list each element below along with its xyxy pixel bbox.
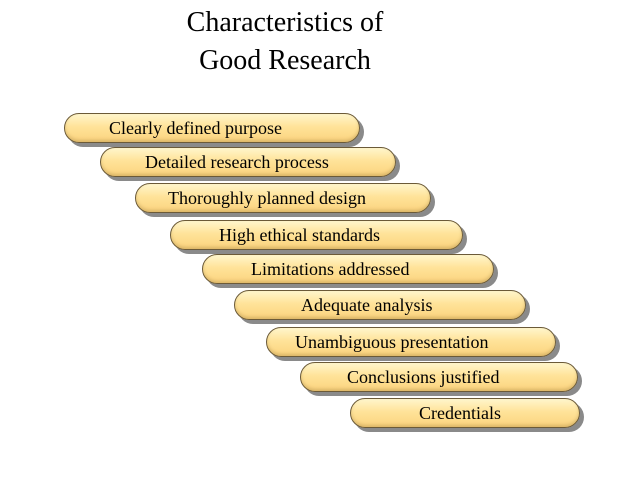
- step-detailed-research-process: Detailed research process: [100, 147, 396, 177]
- title-line-1: Characteristics of: [186, 7, 384, 38]
- step-limitations-addressed: Limitations addressed: [202, 254, 494, 284]
- diagram-title: Characteristics of Good Research: [140, 4, 430, 80]
- step-label: Unambiguous presentation: [295, 332, 489, 352]
- step-conclusions-justified: Conclusions justified: [300, 362, 578, 392]
- step-clearly-defined-purpose: Clearly defined purpose: [64, 113, 360, 143]
- step-label: Limitations addressed: [251, 259, 410, 279]
- step-label: Clearly defined purpose: [109, 118, 282, 138]
- step-high-ethical-standards: High ethical standards: [170, 220, 463, 250]
- title-line-2: Good Research: [199, 45, 371, 76]
- step-unambiguous-presentation: Unambiguous presentation: [266, 327, 556, 357]
- step-thoroughly-planned-design: Thoroughly planned design: [135, 183, 431, 213]
- step-label: Detailed research process: [145, 152, 329, 172]
- step-label: High ethical standards: [219, 225, 380, 245]
- step-label: Thoroughly planned design: [168, 188, 366, 208]
- step-label: Conclusions justified: [347, 367, 500, 387]
- step-credentials: Credentials: [350, 398, 580, 428]
- step-adequate-analysis: Adequate analysis: [234, 290, 526, 320]
- step-label: Adequate analysis: [301, 295, 433, 315]
- step-label: Credentials: [419, 403, 501, 423]
